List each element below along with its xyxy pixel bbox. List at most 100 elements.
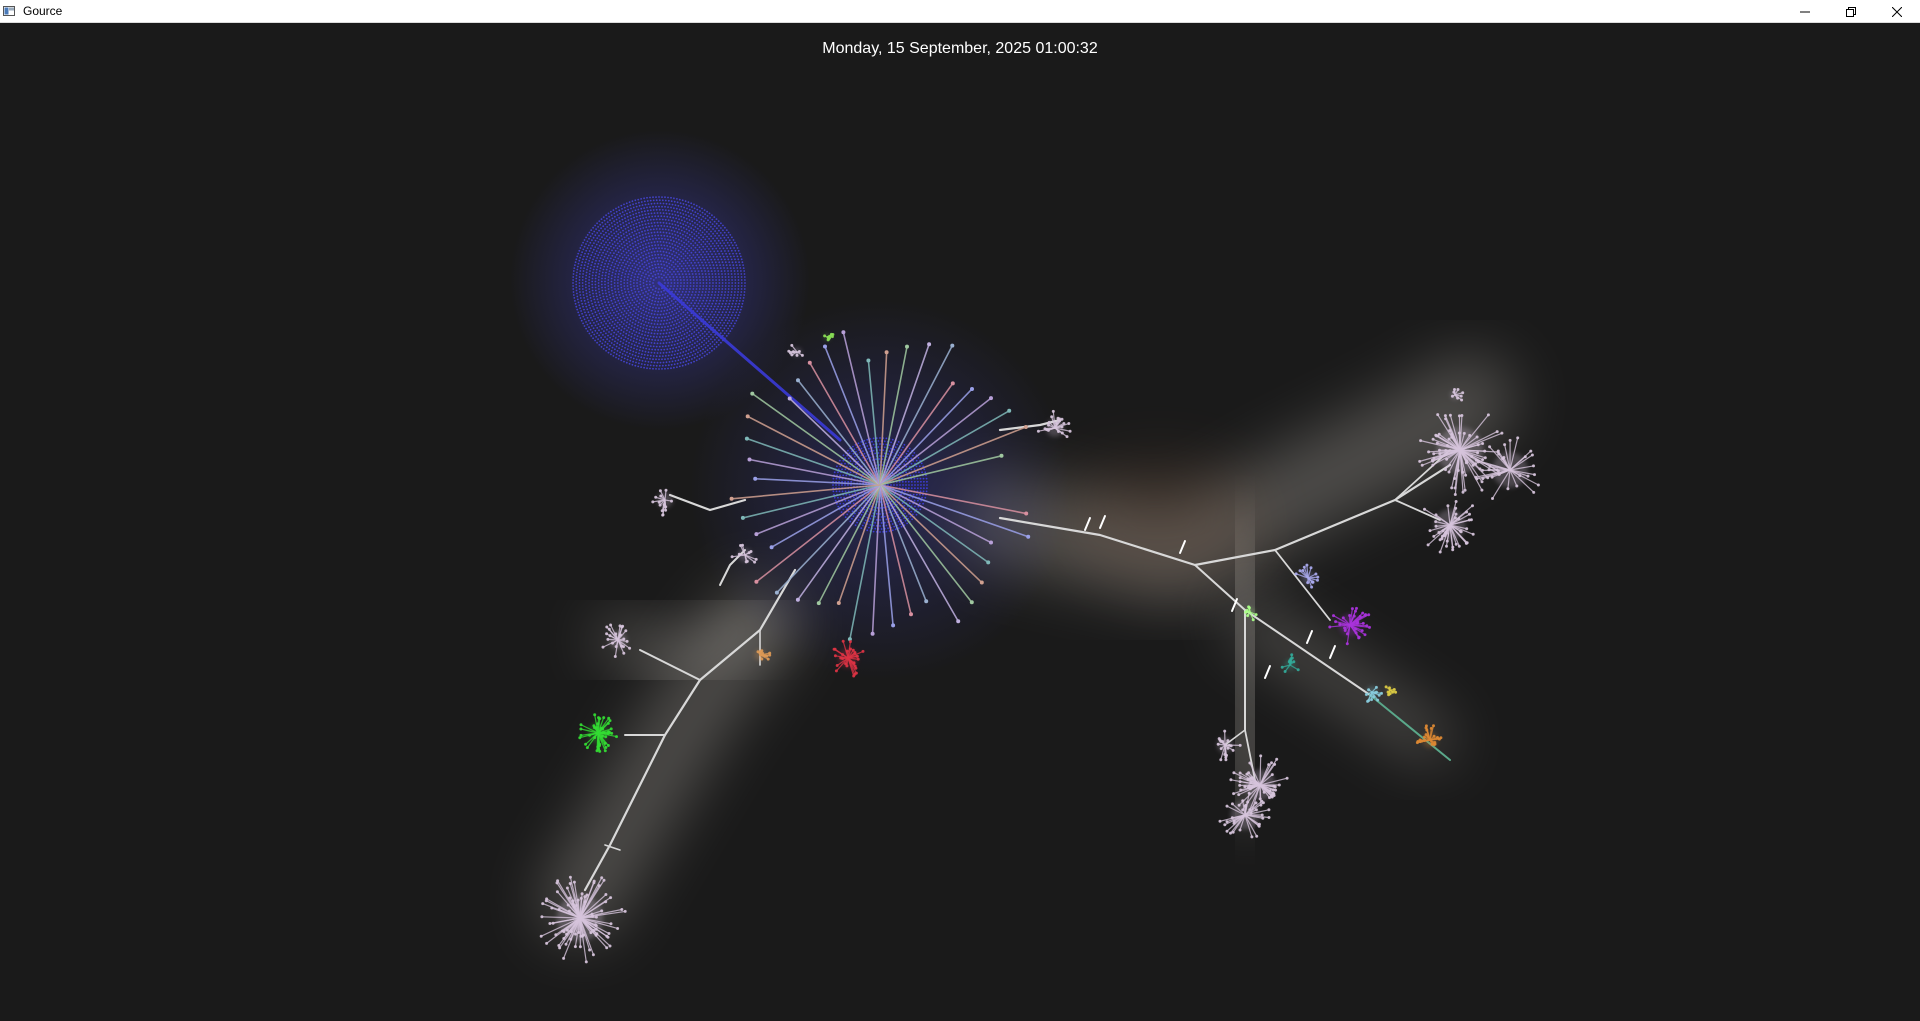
file-node xyxy=(631,292,634,295)
file-node xyxy=(919,490,922,493)
file-node xyxy=(721,282,724,284)
file-node xyxy=(602,240,604,242)
file-node xyxy=(872,509,874,511)
file-node xyxy=(901,507,903,510)
file-node xyxy=(1363,613,1367,617)
file-node xyxy=(1036,429,1040,433)
repository-tree-visualization[interactable] xyxy=(0,23,1920,1021)
file-node xyxy=(1432,534,1436,538)
file-node xyxy=(637,365,640,368)
file-node xyxy=(632,223,635,226)
file-node xyxy=(598,294,601,296)
file-node xyxy=(602,295,605,298)
file-node xyxy=(889,504,891,507)
file-node xyxy=(644,269,646,272)
file-node xyxy=(628,264,630,267)
file-node xyxy=(662,241,665,243)
file-node xyxy=(1248,761,1252,765)
file-node xyxy=(592,236,595,239)
file-node xyxy=(852,445,854,448)
file-node xyxy=(616,282,619,284)
file-node xyxy=(855,450,857,453)
file-node xyxy=(698,307,700,310)
file-node xyxy=(883,506,885,509)
file-node xyxy=(610,299,613,302)
file-node xyxy=(615,353,618,356)
file-node xyxy=(660,320,663,322)
file-node xyxy=(909,612,913,617)
file-node xyxy=(1218,819,1222,823)
file-node xyxy=(664,345,667,348)
file-node xyxy=(711,261,714,264)
file-node xyxy=(851,510,854,513)
file-node xyxy=(921,496,923,499)
file-node xyxy=(646,239,648,242)
file-node xyxy=(658,489,662,493)
directory-spoke xyxy=(879,484,1028,515)
file-node xyxy=(714,261,717,264)
file-node xyxy=(627,345,630,347)
file-node xyxy=(599,325,601,328)
file-node xyxy=(580,310,582,312)
restore-button[interactable] xyxy=(1828,0,1874,23)
file-node xyxy=(694,211,697,214)
file-node xyxy=(623,203,625,206)
file-node xyxy=(647,222,650,225)
file-node xyxy=(1261,801,1265,805)
file-node xyxy=(857,442,860,445)
file-node xyxy=(565,886,569,890)
file-node xyxy=(580,264,583,266)
file-node xyxy=(665,241,668,244)
file-node xyxy=(1460,414,1464,417)
file-node xyxy=(630,207,632,210)
file-node xyxy=(742,300,744,302)
file-node xyxy=(639,286,642,289)
file-node xyxy=(1464,473,1468,477)
file-node xyxy=(678,198,681,201)
file-node xyxy=(624,343,627,346)
file-node xyxy=(702,276,704,278)
file-node xyxy=(613,265,616,268)
file-node xyxy=(661,364,664,367)
file-node xyxy=(874,452,877,455)
file-node xyxy=(885,443,888,446)
file-node xyxy=(638,214,641,217)
file-node xyxy=(727,236,730,239)
file-node xyxy=(585,274,588,277)
file-node xyxy=(838,490,841,493)
file-node xyxy=(689,276,691,278)
file-node xyxy=(601,277,603,280)
file-node xyxy=(582,270,585,272)
file-node xyxy=(642,285,645,287)
file-node xyxy=(1453,388,1456,391)
file-node xyxy=(685,239,687,241)
file-node xyxy=(670,229,673,232)
file-node xyxy=(690,227,693,230)
file-node xyxy=(605,322,607,325)
file-node xyxy=(666,319,669,321)
gource-canvas[interactable]: Monday, 15 September, 2025 01:00:32 xyxy=(0,23,1920,1021)
file-node xyxy=(675,207,678,210)
file-node xyxy=(708,351,711,354)
file-node xyxy=(727,305,730,308)
file-node xyxy=(668,297,671,300)
file-node xyxy=(611,329,613,332)
file-node xyxy=(705,276,708,278)
file-node xyxy=(685,228,688,231)
file-node xyxy=(1305,563,1309,567)
cluster-core xyxy=(1339,614,1361,636)
file-node xyxy=(654,329,657,332)
file-node xyxy=(634,364,637,367)
close-button[interactable] xyxy=(1874,0,1920,23)
file-node xyxy=(623,350,626,352)
file-node xyxy=(667,248,669,251)
file-node xyxy=(678,208,681,211)
file-node xyxy=(581,312,583,315)
file-node xyxy=(675,227,677,230)
file-node xyxy=(1275,757,1279,761)
file-node xyxy=(716,326,718,329)
file-node xyxy=(721,319,723,322)
file-node xyxy=(620,204,623,207)
file-node xyxy=(725,229,728,232)
minimize-button[interactable] xyxy=(1782,0,1828,23)
